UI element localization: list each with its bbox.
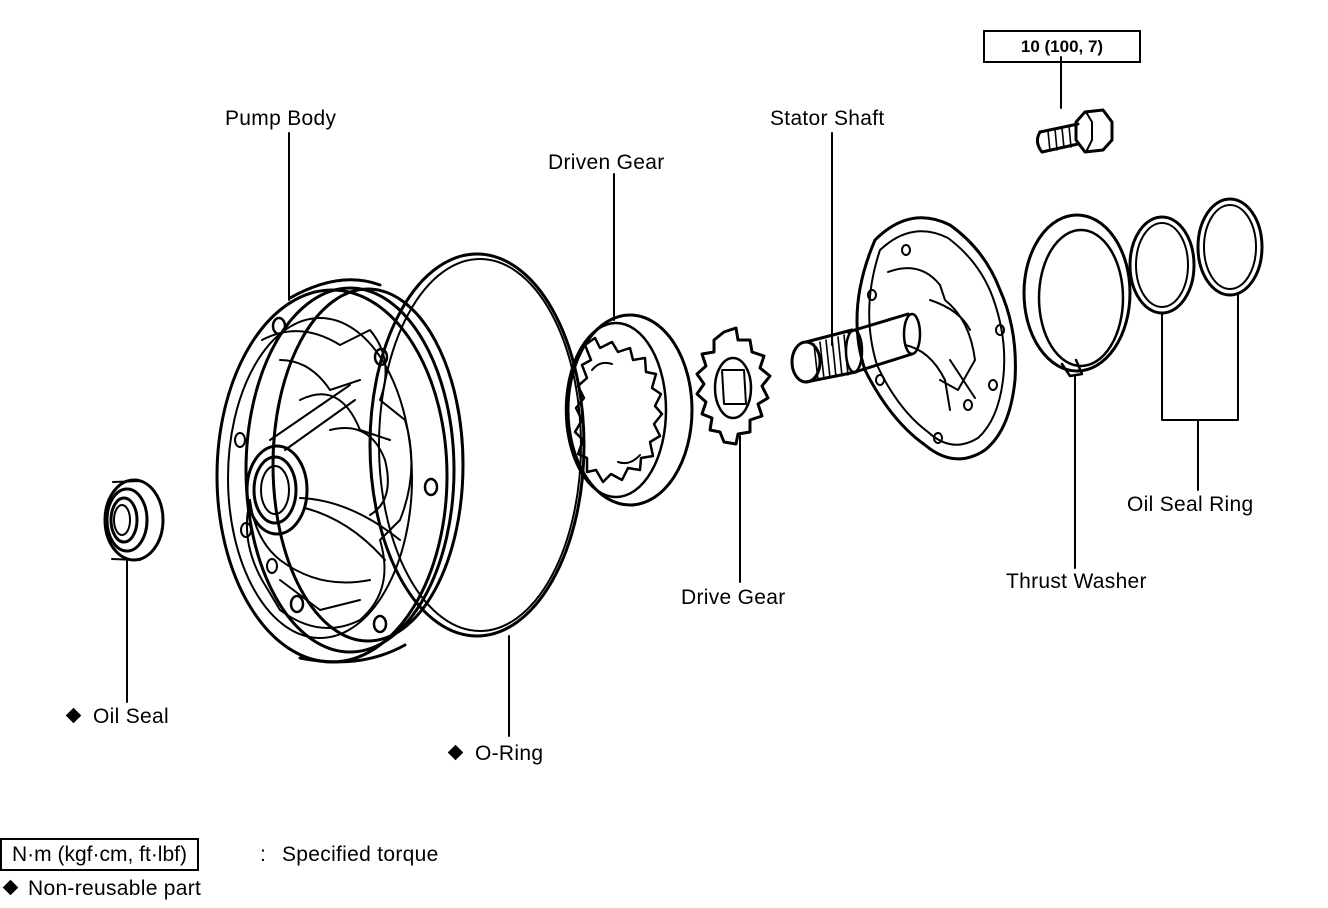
label-thrust-washer: Thrust Washer — [1006, 570, 1147, 593]
oil-seal-part — [103, 478, 165, 562]
label-o-ring: O-Ring — [447, 742, 544, 765]
torque-value-box: 10 (100, 7) — [983, 30, 1141, 63]
nonreusable-diamond-icon — [447, 744, 464, 761]
label-driven-gear: Driven Gear — [548, 151, 665, 174]
label-oil-seal: Oil Seal — [65, 705, 169, 728]
pump-body-part — [215, 278, 465, 664]
thrust-washer-part — [1022, 213, 1132, 378]
label-o-ring-text: O-Ring — [475, 742, 544, 765]
legend-torque-description: Specified torque — [282, 843, 439, 866]
bolt-part — [1035, 108, 1114, 154]
nonreusable-diamond-icon — [65, 707, 82, 724]
oil-seal-ring-parts — [1128, 197, 1264, 315]
legend-torque-separator: : — [260, 843, 267, 866]
o-ring-part — [368, 252, 586, 638]
driven-gear-part — [564, 313, 694, 507]
drive-gear-part — [695, 326, 772, 446]
label-oil-seal-ring: Oil Seal Ring — [1127, 493, 1254, 516]
label-pump-body: Pump Body — [225, 107, 337, 130]
label-oil-seal-text: Oil Seal — [93, 705, 169, 728]
leader-lines — [126, 56, 1239, 737]
legend-nonreusable: Non-reusable part — [2, 877, 202, 900]
nonreusable-diamond-icon — [2, 879, 19, 896]
label-stator-shaft: Stator Shaft — [770, 107, 885, 130]
label-drive-gear: Drive Gear — [681, 586, 786, 609]
stator-shaft-part — [790, 216, 1017, 461]
legend-torque-units-box: N·m (kgf·cm, ft·lbf) — [0, 838, 199, 871]
legend-nonreusable-text: Non-reusable part — [28, 877, 202, 900]
